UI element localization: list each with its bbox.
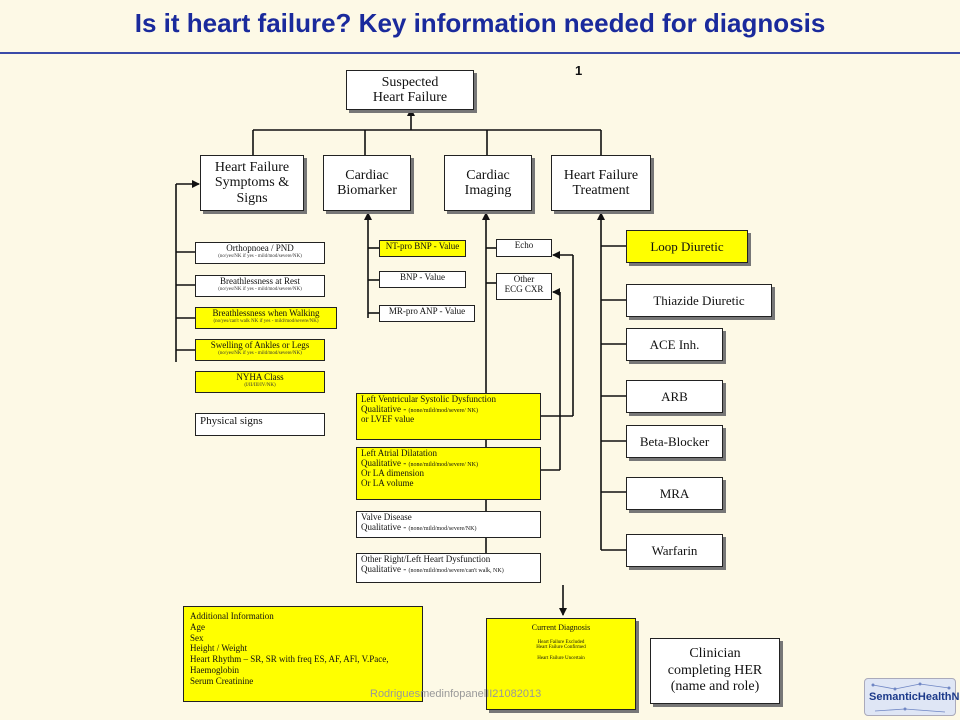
treatment-box: Heart Failure Treatment (551, 155, 651, 211)
symptoms-signs-label: Heart Failure Symptoms & Signs (214, 159, 290, 206)
treatment-item: Loop Diuretic (626, 230, 748, 263)
treatment-item: Beta-Blocker (626, 425, 723, 458)
clinician-label: Clinician completing HER (name and role) (667, 645, 763, 695)
symptoms-signs-box: Heart Failure Symptoms & Signs (200, 155, 304, 211)
imaging-finding-item: Other Right/Left Heart Dysfunction Quali… (356, 553, 541, 583)
current-diagnosis-box: Current Diagnosis Heart Failure Excluded… (486, 618, 636, 710)
suspected-heart-failure-label: Suspected Heart Failure (372, 74, 448, 105)
logo-text: SemanticHealthNet (869, 691, 960, 703)
current-diagnosis-title: Current Diagnosis (531, 623, 591, 632)
footer-text: RodriguesmedinfopanelII21082013 (370, 688, 542, 700)
treatment-item: ACE Inh. (626, 328, 723, 361)
symptom-item: Breathlessness when Walking(no/yes/can't… (195, 307, 337, 329)
echo-label: Echo (514, 240, 534, 250)
title-divider (0, 52, 960, 54)
cardiac-imaging-box: Cardiac Imaging (444, 155, 532, 211)
cardiac-biomarker-label: Cardiac Biomarker (337, 167, 397, 198)
physical-signs-box: Physical signs (195, 413, 325, 436)
treatment-label: Heart Failure Treatment (563, 167, 639, 198)
additional-information-box: Additional Information Age Sex Height / … (183, 606, 423, 702)
slide-title: Is it heart failure? Key information nee… (134, 8, 826, 38)
imaging-finding-item: Left Atrial Dilatation Qualitative - (no… (356, 447, 541, 500)
semantichealthnet-logo: SemanticHealthNet (864, 678, 960, 716)
cardiac-biomarker-box: Cardiac Biomarker (323, 155, 411, 211)
treatment-item: ARB (626, 380, 723, 413)
clinician-box: Clinician completing HER (name and role) (650, 638, 780, 704)
treatment-item: Thiazide Diuretic (626, 284, 772, 317)
physical-signs-label: Physical signs (200, 415, 263, 427)
page-number: 1 (575, 63, 583, 78)
biomarker-item: NT-pro BNP - Value (379, 240, 466, 257)
imaging-finding-item: Left Ventricular Systolic Dysfunction Qu… (356, 393, 541, 440)
cardiac-imaging-label: Cardiac Imaging (464, 167, 512, 198)
treatment-item: MRA (626, 477, 723, 510)
symptom-item: Orthopnoea / PND(no/yes/NK if yes - mild… (195, 242, 325, 264)
suspected-heart-failure-box: Suspected Heart Failure (346, 70, 474, 110)
biomarker-item: MR-pro ANP - Value (379, 305, 475, 322)
symptom-item: Breathlessness at Rest(no/yes/NK if yes … (195, 275, 325, 297)
biomarker-item: BNP - Value (379, 271, 466, 288)
symptom-item: NYHA Class(I/II/III/IV/NK) (195, 371, 325, 393)
symptom-item: Swelling of Ankles or Legs(no/yes/NK if … (195, 339, 325, 361)
echo-box: Echo (496, 239, 552, 257)
network-icon (871, 682, 951, 713)
treatment-item: Warfarin (626, 534, 723, 567)
imaging-finding-item: Valve Disease Qualitative - (none/mild/m… (356, 511, 541, 538)
